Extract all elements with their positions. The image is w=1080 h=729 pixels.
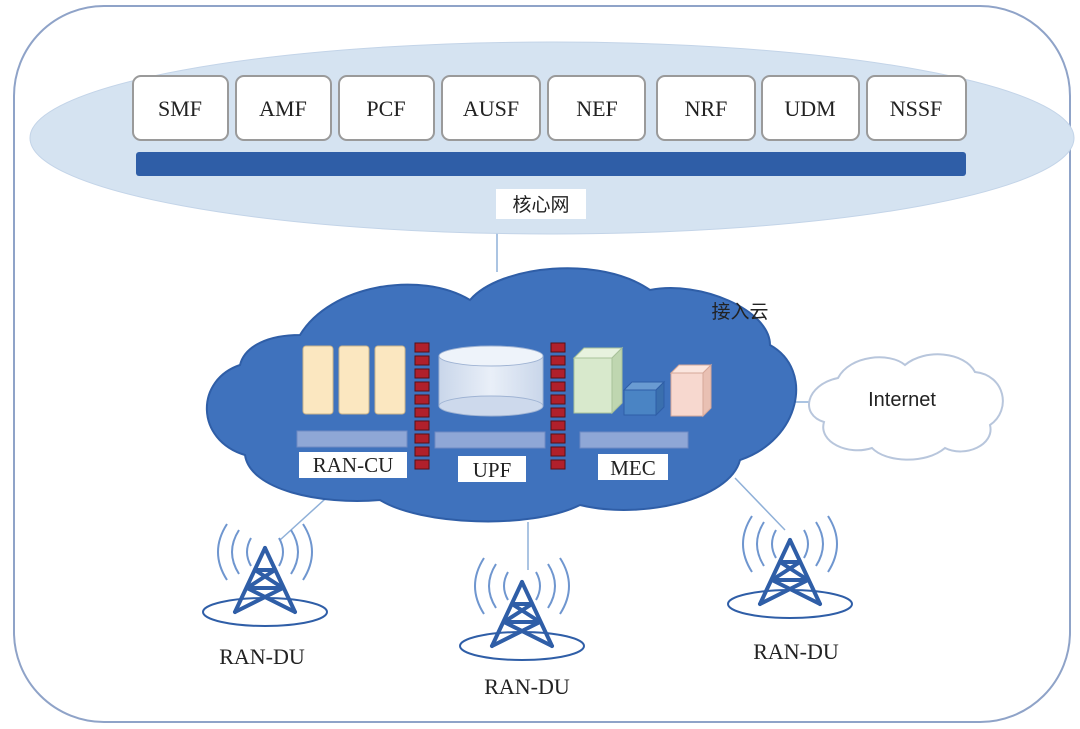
internet-cloud-shape	[808, 353, 1004, 461]
upf-label-bg	[458, 456, 526, 482]
mec-server-cubes	[572, 346, 713, 418]
nf-label-smf: SMF	[158, 96, 202, 121]
core-function-boxes: SMF AMF PCF AUSF NEF NRF UDM NSSF	[132, 75, 967, 141]
core-network-label-bg	[496, 189, 586, 219]
nf-box-udm: UDM	[761, 75, 860, 141]
nf-label-nssf: NSSF	[890, 96, 943, 121]
cloud-to-du3-line	[734, 477, 786, 531]
ran-du-tower-3	[727, 515, 853, 619]
nf-label-nrf: NRF	[685, 96, 728, 121]
ran-du-tower-2	[459, 557, 585, 661]
ran-du-label-1: RAN-DU	[219, 644, 305, 669]
nf-box-nrf: NRF	[656, 75, 756, 141]
nf-box-nef: NEF	[547, 75, 646, 141]
nf-label-ausf: AUSF	[463, 96, 519, 121]
ran-cu-label-bg	[299, 452, 407, 478]
mec-platform	[579, 431, 689, 449]
core-network-label: 核心网	[512, 194, 569, 216]
ran-du-label-2: RAN-DU	[484, 674, 570, 699]
ran-cu-servers	[302, 345, 406, 415]
internet-label: Internet	[868, 389, 936, 411]
ran-du-label-3: RAN-DU	[753, 639, 839, 664]
nf-box-nssf: NSSF	[866, 75, 967, 141]
nf-label-amf: AMF	[259, 96, 307, 121]
mec-label-bg	[598, 454, 668, 480]
ran-du-tower-1	[202, 523, 328, 627]
ran-cu-label: RAN-CU	[313, 453, 394, 477]
nf-box-amf: AMF	[235, 75, 332, 141]
nf-box-smf: SMF	[132, 75, 229, 141]
nf-label-pcf: PCF	[366, 96, 405, 121]
nf-box-ausf: AUSF	[441, 75, 541, 141]
core-service-bus	[136, 152, 966, 176]
nf-label-udm: UDM	[784, 96, 835, 121]
upf-database-icon	[438, 345, 544, 417]
upf-label: UPF	[473, 458, 512, 482]
ran-cu-platform	[296, 430, 408, 448]
access-cloud-label: 接入云	[711, 301, 768, 323]
mec-label: MEC	[610, 456, 656, 480]
upf-platform	[434, 431, 546, 449]
nf-box-pcf: PCF	[338, 75, 435, 141]
nf-label-nef: NEF	[576, 96, 618, 121]
